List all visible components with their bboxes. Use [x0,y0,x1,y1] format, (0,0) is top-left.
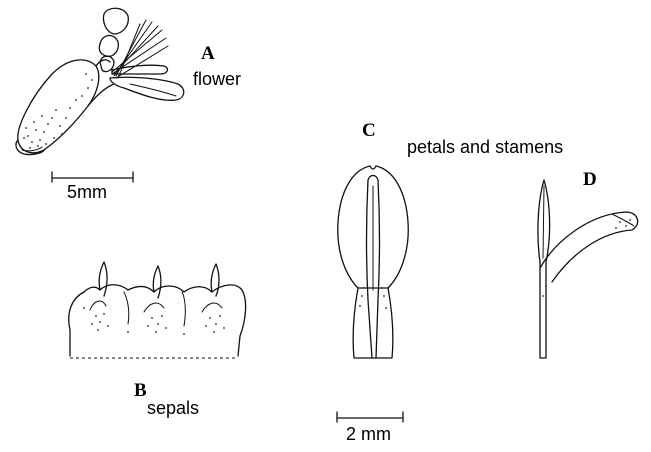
label-d: D [583,169,597,190]
petal-scale-bar [336,411,404,423]
label-c: C [362,120,376,141]
caption-petals-and-stamens: petals and stamens [407,137,564,157]
label-a: A [201,43,215,64]
caption-sepals: sepals [147,398,200,418]
flower-scale-bar [51,171,134,183]
petal-c-drawing [337,165,409,359]
petal-d-drawing [537,179,639,359]
caption-flower: flower [193,69,242,89]
label-b: B [134,380,147,401]
scale-label-2mm: 2 mm [346,424,391,444]
sepals-drawing [68,261,247,359]
scale-label-5mm: 5mm [67,182,107,202]
flower-drawing [15,7,185,156]
